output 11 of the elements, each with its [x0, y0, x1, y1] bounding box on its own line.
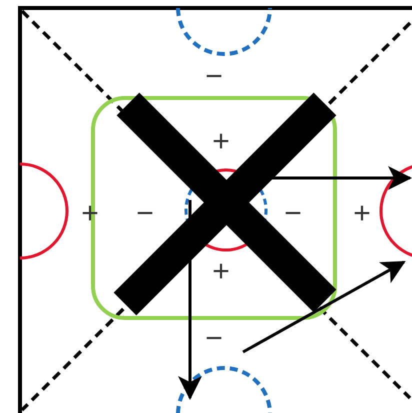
charge-sign: − — [136, 199, 154, 229]
charge-sign: + — [212, 257, 230, 287]
dashed-semicircle — [176, 365, 272, 413]
charge-sign: + — [212, 127, 230, 157]
charge-sign: − — [284, 199, 302, 229]
charge-sign: − — [205, 324, 223, 354]
arrow — [178, 200, 202, 400]
dashed-semicircle — [176, 6, 272, 58]
charge-sign: + — [353, 199, 371, 229]
arrow — [242, 260, 406, 354]
charge-sign: − — [205, 62, 223, 92]
